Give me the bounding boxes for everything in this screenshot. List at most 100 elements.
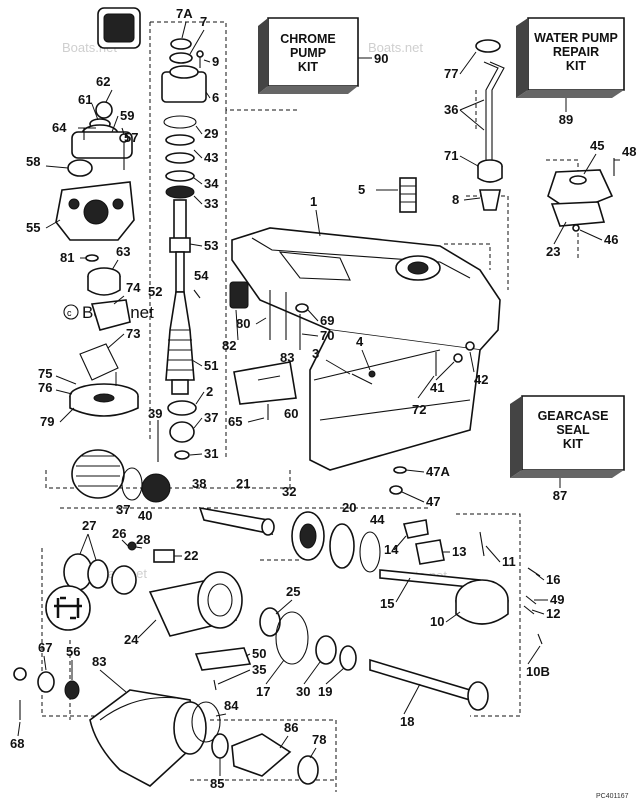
callout-67: 67 <box>38 640 52 655</box>
callout-12: 12 <box>546 606 560 621</box>
grommet-77 <box>475 39 501 53</box>
callout-59: 59 <box>120 108 134 123</box>
callout-34: 34 <box>204 176 219 191</box>
ring-37 <box>121 467 143 501</box>
svg-text:c: c <box>67 308 72 318</box>
callout-47: 47 <box>426 494 440 509</box>
washer-78 <box>297 755 319 785</box>
callout-32: 32 <box>282 484 296 499</box>
callout-1: 1 <box>310 194 317 209</box>
water-pump-kit-line2: REPAIR <box>553 45 599 59</box>
callout-46: 46 <box>604 232 618 247</box>
propeller-assembly <box>13 667 319 787</box>
gearcase-seal-kit-box: GEARCASE SEAL KIT 87 <box>510 395 625 503</box>
callout-44: 44 <box>370 512 385 527</box>
washer-44 <box>359 531 381 573</box>
callout-38: 38 <box>192 476 206 491</box>
seal-62 <box>95 101 113 119</box>
lever-14 <box>402 519 429 539</box>
seal-7a <box>170 38 192 50</box>
callout-18: 18 <box>400 714 414 729</box>
spacer-53 <box>169 237 191 253</box>
callout-6: 6 <box>212 90 219 105</box>
callout-70: 70 <box>320 328 334 343</box>
nut-67 <box>13 667 27 681</box>
plug-47a <box>393 466 407 474</box>
callout-50: 50 <box>252 646 266 661</box>
washer-42 <box>465 341 475 351</box>
spacer-56 <box>64 680 80 700</box>
washer-43a <box>165 134 195 146</box>
callout-81: 81 <box>60 250 74 265</box>
pinion-37 <box>169 421 195 443</box>
washer-46 <box>572 224 580 232</box>
callout-47a: 47A <box>426 464 450 479</box>
callout-26: 26 <box>112 526 126 541</box>
water-pump-kit-line1: WATER PUMP <box>534 31 618 45</box>
leader-lines <box>17 21 620 776</box>
callout-75: 75 <box>38 366 52 381</box>
callout-79: 79 <box>40 414 54 429</box>
bearing-33 <box>165 185 195 199</box>
propeller-83 <box>89 689 201 787</box>
callout-76: 76 <box>38 380 52 395</box>
chrome-pump-kit-line3: KIT <box>298 60 319 74</box>
callout-37-forward: 37 <box>116 502 130 517</box>
washer-69 <box>295 303 309 313</box>
callout-14: 14 <box>384 542 399 557</box>
callout-80: 80 <box>236 316 250 331</box>
callout-31: 31 <box>204 446 218 461</box>
callout-68: 68 <box>10 736 24 751</box>
logo-circle <box>45 585 91 631</box>
callout-90: 90 <box>374 51 388 66</box>
callout-36: 36 <box>444 102 458 117</box>
bearing-carrier-left <box>111 565 137 595</box>
callout-69: 69 <box>320 313 334 328</box>
callout-10: 10 <box>430 614 444 629</box>
washer-67 <box>37 671 55 693</box>
washer-19 <box>339 645 357 671</box>
callout-22: 22 <box>184 548 198 563</box>
gear-37-forward <box>71 449 125 499</box>
callout-33: 33 <box>204 196 218 211</box>
cover-5 <box>399 177 417 213</box>
callout-63: 63 <box>116 244 130 259</box>
grommet-8 <box>479 189 501 211</box>
callout-52: 52 <box>148 284 162 299</box>
bearing-carrier-assembly <box>45 541 489 711</box>
screw-47 <box>389 485 403 495</box>
callout-35: 35 <box>252 662 266 677</box>
water-tube-assembly <box>475 39 505 211</box>
callout-3: 3 <box>312 346 319 361</box>
oring-17 <box>275 611 309 665</box>
spring-49 <box>525 595 537 605</box>
plate-22 <box>153 549 175 563</box>
plug-4 <box>368 370 376 378</box>
callout-83-prop: 83 <box>92 654 106 669</box>
callout-65: 65 <box>228 414 242 429</box>
callout-83-stud: 83 <box>280 350 294 365</box>
callout-13: 13 <box>452 544 466 559</box>
callout-61: 61 <box>78 92 92 107</box>
callout-21: 21 <box>236 476 250 491</box>
water-pump-kit-box: WATER PUMP REPAIR KIT 89 <box>516 17 625 127</box>
callout-20: 20 <box>342 500 356 515</box>
callout-39: 39 <box>148 406 162 421</box>
gearcase-lower-skeg <box>309 329 481 471</box>
tube-36 <box>483 61 499 176</box>
callout-7a: 7A <box>176 6 193 21</box>
callout-41: 41 <box>430 380 444 395</box>
plug-41 <box>453 353 463 363</box>
screw-3 <box>351 373 373 385</box>
callout-84: 84 <box>224 698 239 713</box>
propshaft-18 <box>369 658 471 702</box>
callout-85: 85 <box>210 776 224 791</box>
callout-73: 73 <box>126 326 140 341</box>
copyright-icon <box>63 304 79 320</box>
gearcase-seal-kit-line3: KIT <box>563 437 584 451</box>
callout-87: 87 <box>553 488 567 503</box>
callout-74: 74 <box>126 280 141 295</box>
bearing-2 <box>167 400 197 416</box>
gear-row <box>71 449 381 573</box>
